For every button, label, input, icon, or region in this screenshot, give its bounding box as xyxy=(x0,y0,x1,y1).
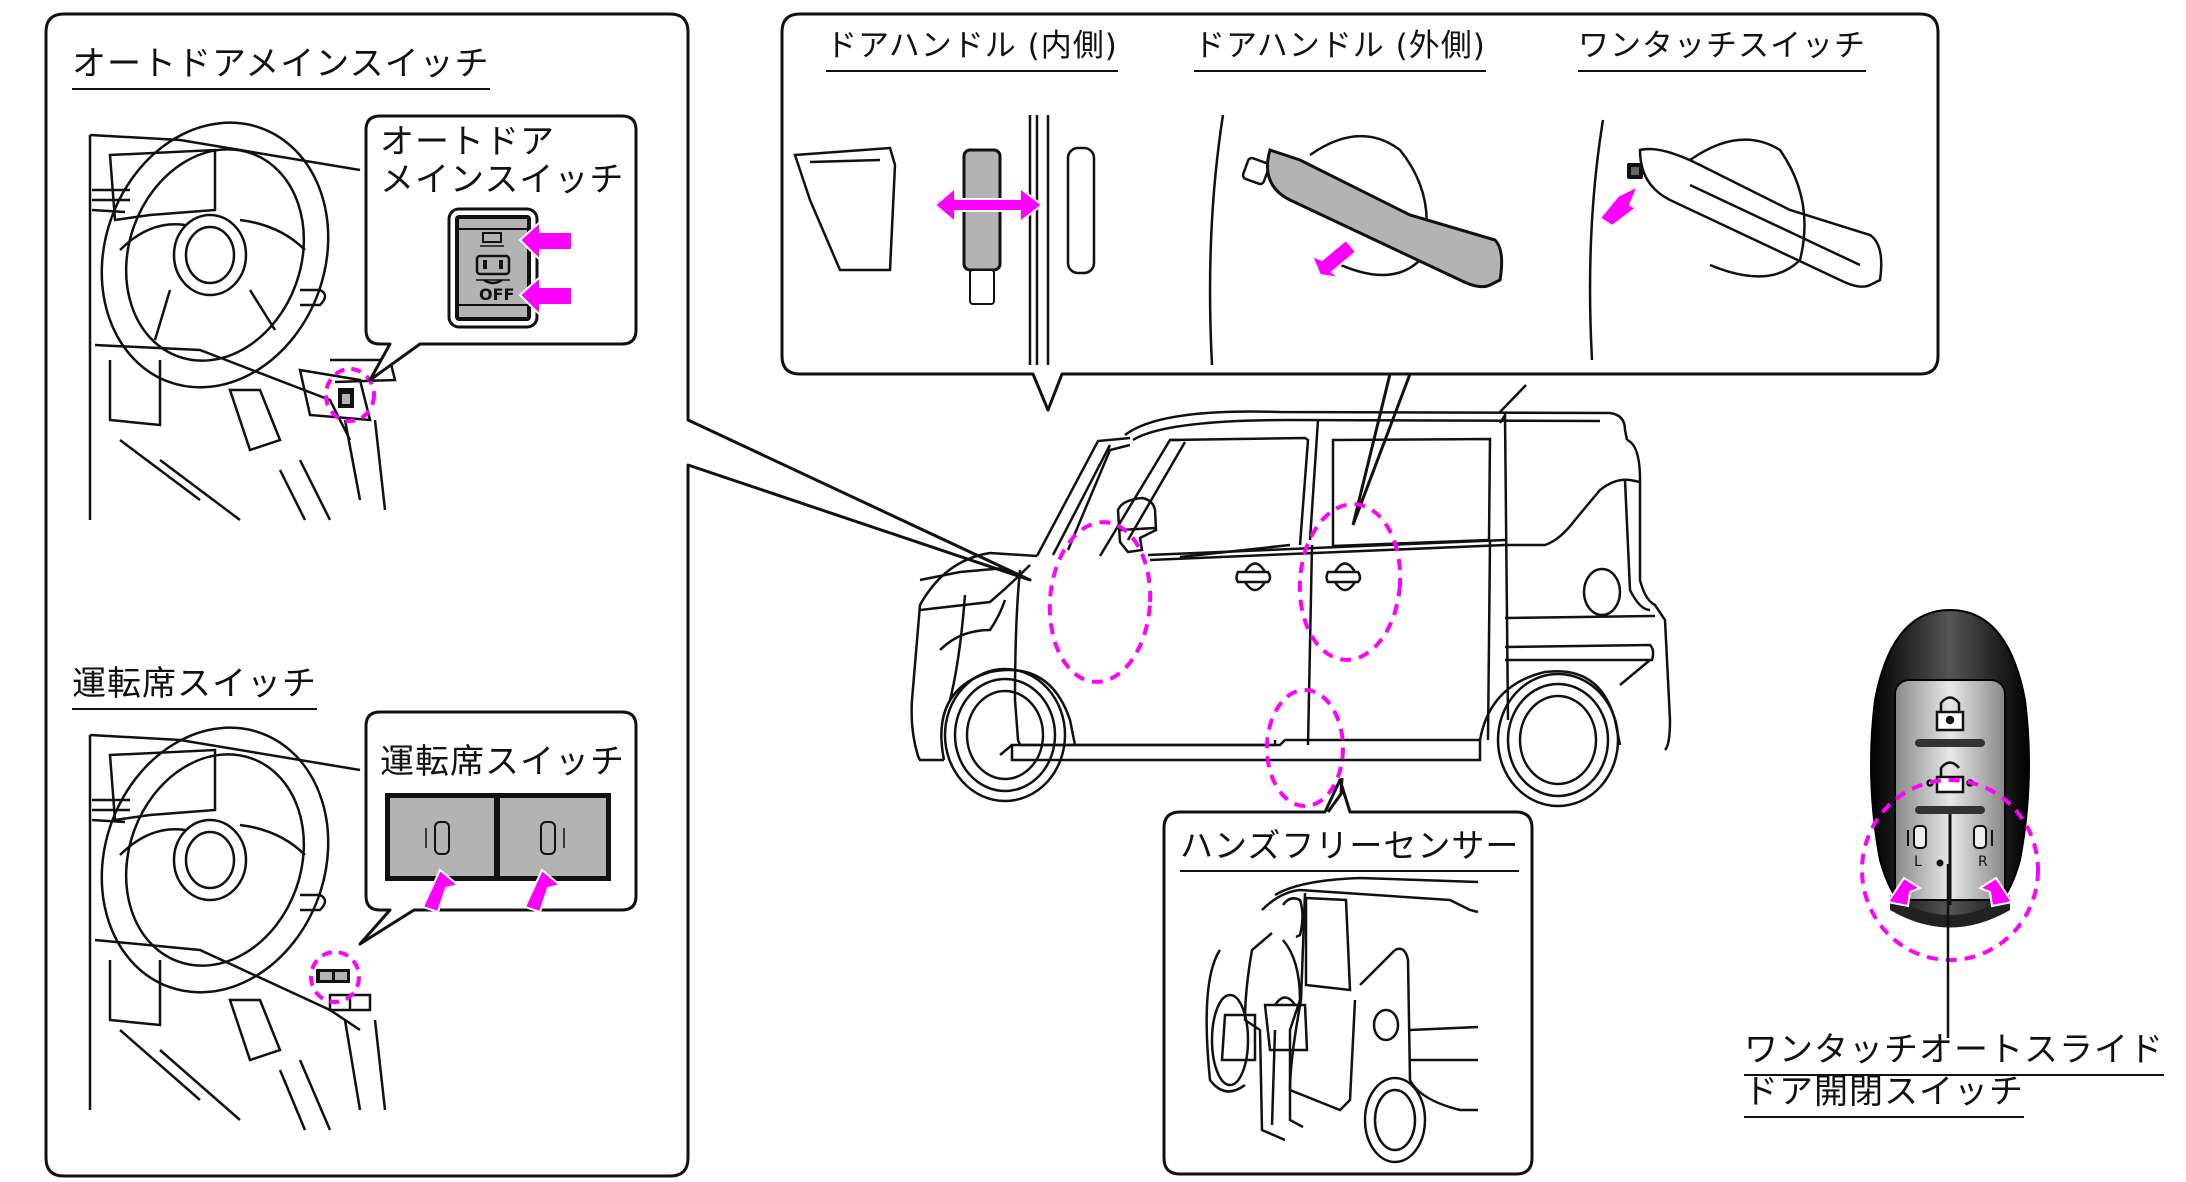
key-fob-caption-line1: ワンタッチオートスライド xyxy=(1744,1030,2164,1076)
arrow-icon-upper xyxy=(518,219,573,263)
inner-handle-arrow xyxy=(933,185,1044,225)
inner-handle-drawing xyxy=(793,115,1096,365)
slide-right-icon xyxy=(1973,825,1993,849)
left-door-icon xyxy=(425,821,450,855)
car-side-view xyxy=(910,384,1672,808)
dashboard-drawing-top xyxy=(88,121,397,521)
inner-door-handle-label: ドアハンドル (内側) xyxy=(826,26,1118,72)
main-switch-callout-title-line2: メインスイッチ xyxy=(380,160,625,200)
car-highlight-circles xyxy=(1047,502,1403,808)
top-panel xyxy=(780,12,1940,412)
key-fob-arrows xyxy=(1886,876,2014,908)
key-fob-caption-line2: ドア開閉スイッチ xyxy=(1744,1072,2024,1118)
dashboard-drawing-bottom xyxy=(88,726,387,1131)
main-switch-off-label: OFF xyxy=(479,285,515,304)
key-fob xyxy=(1870,608,2030,928)
one-touch-switch-label: ワンタッチスイッチ xyxy=(1578,26,1866,72)
inner-handle-lever xyxy=(962,148,1002,305)
handsfree-sensor-heading: ハンズフリーセンサー xyxy=(1180,826,1520,872)
one-touch-handle-drawing xyxy=(1588,119,1883,361)
key-fob-highlight xyxy=(1860,778,2040,962)
driver-switch-graphic xyxy=(385,793,611,881)
arrow-icon-fob-left xyxy=(1886,876,1923,908)
arrow-icon-left xyxy=(421,868,461,914)
outer-handle-arrow xyxy=(1310,238,1358,279)
driver-switch-press-arrows xyxy=(421,868,563,914)
handsfree-drawing xyxy=(1205,876,1479,1164)
main-switch-heading: オートドアメインスイッチ xyxy=(72,44,490,90)
right-door-icon xyxy=(540,821,565,855)
dashboard-switch-highlight-top xyxy=(324,367,376,423)
outer-handle-lever xyxy=(1266,148,1504,289)
top-panel-pointer xyxy=(1351,373,1412,526)
outer-handle-drawing xyxy=(1208,114,1428,366)
highlight-driver-door xyxy=(1047,520,1153,684)
one-touch-arrow xyxy=(1598,183,1640,228)
outer-door-handle-label: ドアハンドル (外側) xyxy=(1194,26,1486,72)
handsfree-panel xyxy=(1162,777,1534,1176)
main-switch-press-arrows xyxy=(518,219,573,318)
dashboard-switch-highlight-bottom xyxy=(309,950,361,1004)
driver-switch-heading: 運転席スイッチ xyxy=(72,664,317,710)
one-touch-button xyxy=(1627,163,1643,179)
fob-right-label: R xyxy=(1978,854,1988,870)
left-panel xyxy=(44,12,1032,1178)
lock-icon xyxy=(1935,696,1965,732)
highlight-door-handle xyxy=(1297,502,1403,662)
fob-left-label: L xyxy=(1914,854,1922,870)
arrow-icon-lower xyxy=(518,274,573,318)
slide-left-icon xyxy=(1907,825,1927,849)
driver-switch-callout-title: 運転席スイッチ xyxy=(380,742,625,782)
arrow-icon-right xyxy=(523,868,563,914)
highlight-handsfree-sensor xyxy=(1265,688,1345,808)
main-switch-graphic xyxy=(447,207,539,329)
main-switch-callout-title-line1: オートドア xyxy=(380,122,555,162)
arrow-icon-fob-right xyxy=(1977,876,2014,908)
